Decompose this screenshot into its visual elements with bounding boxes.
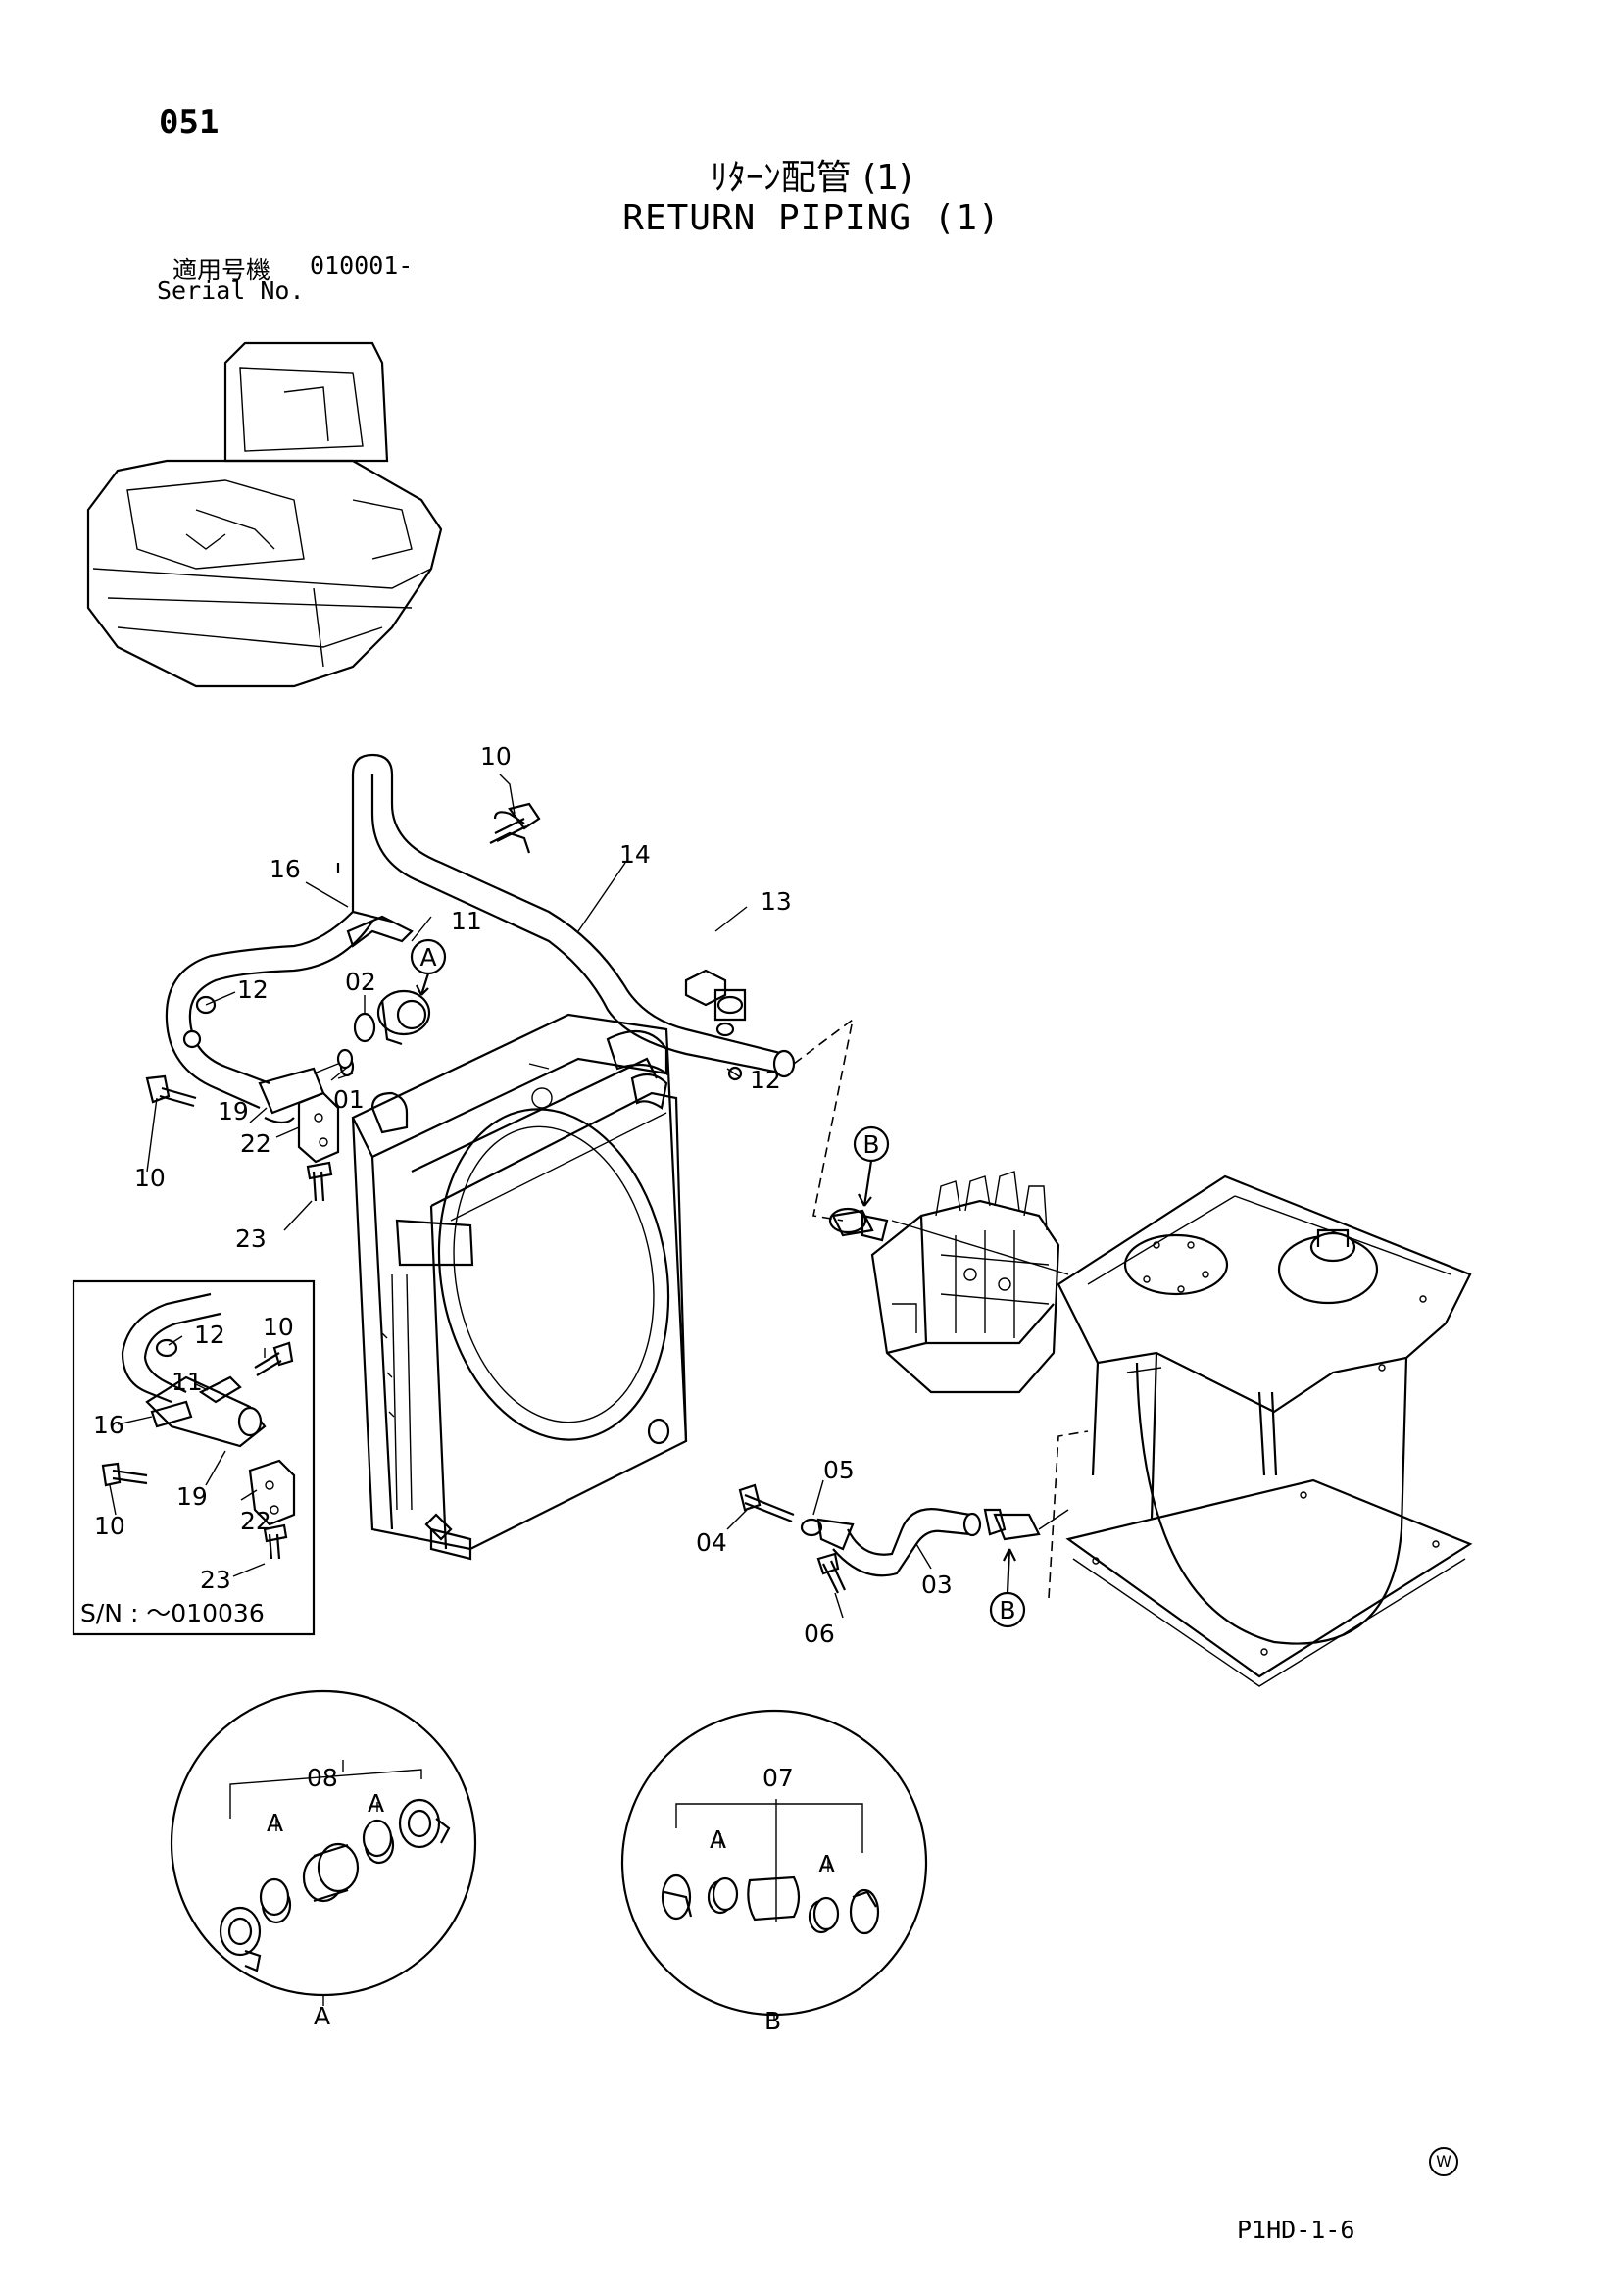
- detail-view-b: 07 A A B: [620, 1709, 928, 2035]
- detail-a-callout-08: 08: [307, 1764, 338, 1792]
- callout-06: 06: [804, 1620, 835, 1648]
- inset-callout-16: 16: [93, 1411, 124, 1439]
- callout-05: 05: [823, 1456, 855, 1484]
- marker-a: A: [410, 938, 447, 996]
- clamp-b-upper: [828, 1207, 889, 1242]
- detail-a-marker-left: A: [267, 1809, 283, 1837]
- detail-a-marker-right: A: [368, 1789, 384, 1818]
- callout-14: 14: [619, 840, 651, 869]
- callout-11: 11: [451, 907, 482, 935]
- callout-labels: 10 14 16 11 13 12 02 12 01 10 19 22 23 0…: [134, 742, 953, 1648]
- marker-b-lower: B: [989, 1548, 1026, 1628]
- callout-19: 19: [218, 1097, 249, 1125]
- leader-lines: [146, 774, 932, 1619]
- page-number: 051: [159, 103, 220, 142]
- callout-02: 02: [345, 968, 376, 996]
- svg-text:A: A: [419, 943, 436, 972]
- title-japanese: ﾘﾀｰﾝ配管 (1): [710, 158, 913, 198]
- inset-early-serial: 12 10 11 16 10 19 22 23 S/N : ～010036: [72, 1279, 316, 1636]
- pipe-03: [738, 1483, 1041, 1594]
- callout-22: 22: [240, 1129, 271, 1158]
- radiator: [351, 1013, 688, 1561]
- callout-10-top: 10: [480, 742, 512, 771]
- marker-b-upper: B: [853, 1125, 890, 1207]
- clamp-a: [313, 989, 431, 1074]
- svg-text:B: B: [999, 1596, 1015, 1624]
- inset-callout-22: 22: [240, 1507, 271, 1535]
- inset-callout-10-top: 10: [263, 1313, 294, 1341]
- inset-serial-note: S/N : ～010036: [80, 1599, 265, 1627]
- title-english: RETURN PIPING (1): [622, 198, 1001, 238]
- callout-23: 23: [235, 1224, 267, 1253]
- inset-callout-12: 12: [194, 1321, 225, 1349]
- bolt-10-left: [145, 1074, 197, 1108]
- drawing-code: P1HD-1-6: [1237, 2216, 1355, 2244]
- inset-callout-23: 23: [200, 1566, 231, 1594]
- detail-b-callout-07: 07: [762, 1764, 794, 1792]
- callout-13: 13: [761, 887, 792, 916]
- control-valve: [870, 1171, 1060, 1394]
- bracket-22: [297, 1091, 340, 1202]
- svg-text:B: B: [862, 1130, 879, 1159]
- callout-16: 16: [270, 855, 301, 883]
- inset-callout-19: 19: [176, 1482, 208, 1511]
- callout-12-left: 12: [237, 975, 269, 1004]
- callout-04: 04: [696, 1528, 727, 1557]
- serial-label-english: Serial No.: [157, 276, 305, 305]
- detail-b-label: B: [764, 2007, 781, 2035]
- detail-b-marker-left: A: [710, 1825, 726, 1854]
- detail-view-a: 08 A A A: [170, 1689, 477, 2030]
- callout-03: 03: [921, 1571, 953, 1599]
- bolt-10-top: [494, 802, 541, 842]
- callout-01: 01: [333, 1085, 365, 1114]
- inset-callout-11: 11: [172, 1368, 203, 1396]
- serial-label-japanese: 適用号機: [172, 256, 271, 284]
- watermark-symbol: W: [1429, 2147, 1458, 2176]
- serial-value: 010001-: [310, 251, 414, 279]
- detail-b-marker-right: A: [818, 1850, 835, 1878]
- callout-12-right: 12: [750, 1066, 781, 1094]
- excavator-thumbnail: [86, 341, 443, 688]
- detail-a-label: A: [314, 2002, 330, 2030]
- inset-callout-10-bottom: 10: [94, 1512, 125, 1540]
- hydraulic-tank: [1057, 1174, 1473, 1687]
- return-pipe: [165, 753, 796, 1124]
- callout-10-left: 10: [134, 1164, 166, 1192]
